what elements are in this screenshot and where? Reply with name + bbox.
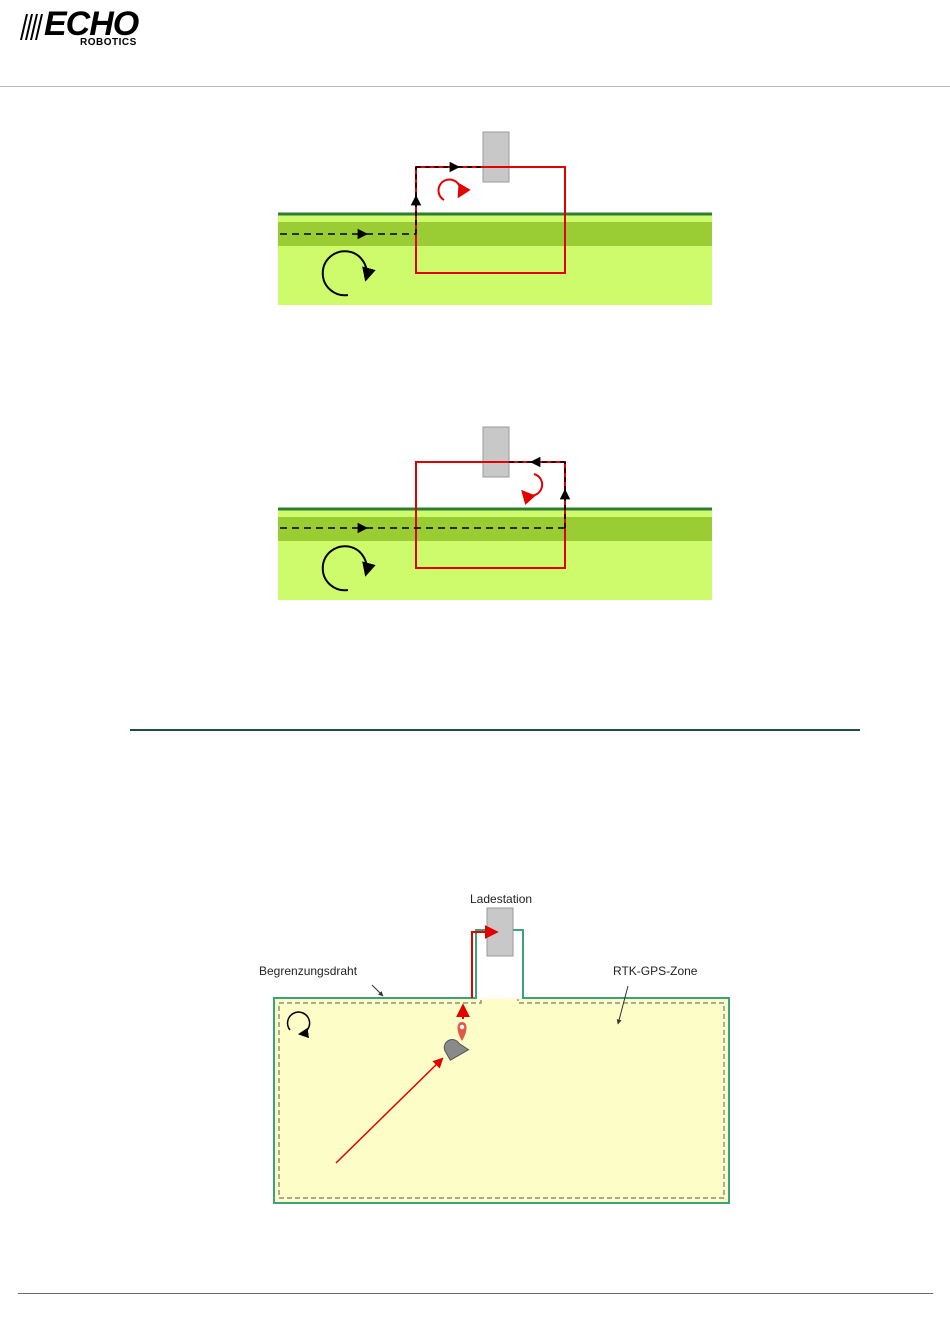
rtk-gps-zone-area (274, 998, 729, 1203)
rotation-arrow-icon (438, 179, 460, 200)
figure-2-exit-gps-zone (278, 427, 712, 600)
figure-3-rtk-gps-zone (274, 908, 729, 1203)
label-begrenzungsdraht: Begrenzungsdraht (259, 964, 357, 978)
charging-station-icon (483, 132, 509, 182)
figure-1-entry-into-gps-zone (278, 132, 712, 305)
pointer-arrow-icon (372, 985, 383, 996)
wire-band (278, 517, 712, 541)
footer-divider (18, 1293, 933, 1294)
label-rtk-gps-zone: RTK-GPS-Zone (613, 964, 697, 978)
charging-station-icon (483, 427, 509, 477)
label-ladestation: Ladestation (470, 892, 532, 906)
rotation-arrow-icon (523, 474, 542, 496)
section-divider (130, 729, 860, 731)
